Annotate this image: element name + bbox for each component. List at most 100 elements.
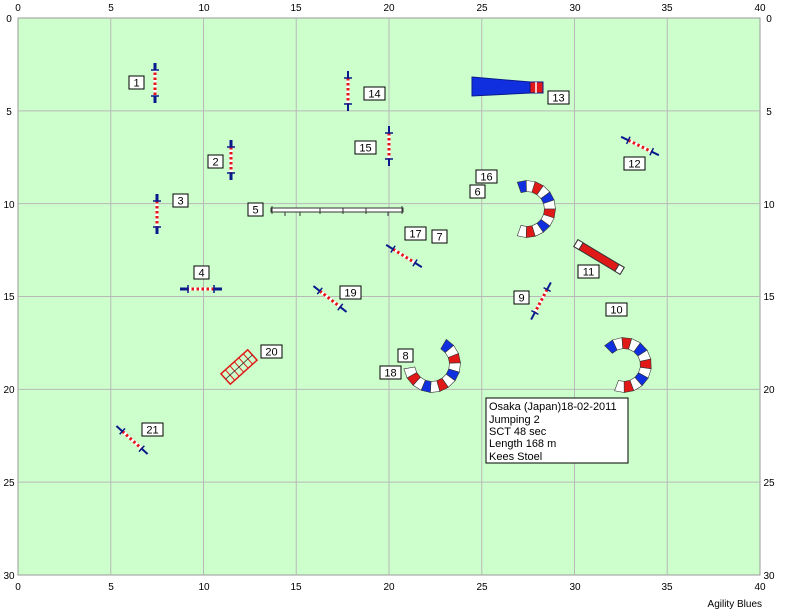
- tunnel-segment: [403, 366, 418, 379]
- svg-text:1: 1: [133, 78, 139, 90]
- svg-text:18: 18: [384, 368, 396, 380]
- number-label-5: 5: [247, 202, 264, 217]
- dogwalk-5: [270, 206, 404, 216]
- y-tick-label: 20: [3, 385, 15, 396]
- number-label-6: 6: [469, 184, 486, 199]
- number-label-1: 1: [128, 75, 145, 90]
- x-tick-label: 30: [569, 3, 581, 14]
- number-label-14: 14: [363, 86, 386, 101]
- y-tick-label: 30: [3, 571, 15, 582]
- x-tick-label: 5: [108, 3, 114, 14]
- x-tick-label: 30: [569, 582, 581, 593]
- jump-1: [151, 63, 159, 103]
- x-tick-label: 40: [754, 3, 766, 14]
- number-label-7: 7: [431, 229, 448, 244]
- info-class: Jumping 2: [489, 414, 540, 426]
- y-tick-label: 25: [763, 478, 775, 489]
- x-tick-label: 25: [476, 3, 488, 14]
- jump-9: [530, 281, 552, 321]
- tire-11: [573, 238, 625, 276]
- tunnel-segment: [614, 380, 625, 393]
- y-axis-right: 0 5 10 15 20 25 30: [763, 14, 775, 582]
- y-tick-label: 20: [763, 385, 775, 396]
- y-tick-label: 0: [6, 14, 12, 25]
- number-label-20: 20: [260, 344, 283, 359]
- jump-14: [344, 71, 352, 111]
- y-tick-label: 0: [766, 14, 772, 25]
- x-tick-label: 15: [290, 3, 302, 14]
- y-tick-label: 25: [3, 478, 15, 489]
- number-label-11: 11: [577, 264, 600, 279]
- svg-text:20: 20: [265, 347, 277, 359]
- number-label-12: 12: [623, 156, 646, 171]
- jump-21: [115, 425, 149, 455]
- jump-17: [385, 244, 423, 268]
- number-label-16: 16: [475, 169, 498, 184]
- tunnel-10: [604, 337, 652, 393]
- x-tick-label: 15: [290, 582, 302, 593]
- svg-text:19: 19: [344, 288, 356, 300]
- grid-lines: [18, 18, 760, 575]
- svg-text:15: 15: [359, 143, 371, 155]
- y-tick-label: 15: [763, 292, 775, 303]
- y-tick-label: 10: [3, 200, 15, 211]
- x-tick-label: 35: [661, 582, 673, 593]
- info-event: Osaka (Japan)18-02-2011: [489, 401, 617, 413]
- ladder-20: [219, 348, 259, 386]
- svg-text:4: 4: [198, 268, 204, 280]
- svg-text:2: 2: [212, 157, 218, 169]
- tunnel-6: [516, 180, 556, 238]
- x-tick-label: 40: [754, 582, 766, 593]
- x-tick-label: 10: [198, 582, 210, 593]
- svg-text:5: 5: [252, 205, 258, 217]
- svg-text:3: 3: [177, 196, 183, 208]
- x-tick-label: 25: [476, 582, 488, 593]
- y-tick-label: 10: [763, 200, 775, 211]
- x-tick-label: 0: [15, 582, 21, 593]
- tunnel-8: [403, 338, 461, 393]
- svg-text:12: 12: [628, 159, 640, 171]
- jump-15: [385, 126, 393, 166]
- obstacle-number-labels: 1 2 3 4 5 6 7 8 9 10 11 12 13 14 15 16 1…: [128, 75, 646, 437]
- x-axis-top: 0 5 10 15 20 25 30 35 40: [15, 3, 766, 14]
- info-judge: Kees Stoel: [489, 451, 542, 463]
- svg-text:9: 9: [518, 293, 524, 305]
- x-tick-label: 10: [198, 3, 210, 14]
- x-tick-label: 20: [383, 582, 395, 593]
- svg-text:11: 11: [583, 267, 594, 279]
- y-tick-label: 5: [6, 107, 12, 118]
- number-label-21: 21: [141, 422, 164, 437]
- app-credit: Agility Blues: [708, 599, 762, 610]
- svg-text:17: 17: [409, 229, 421, 241]
- svg-text:16: 16: [480, 172, 492, 184]
- number-label-17: 17: [404, 226, 427, 241]
- number-label-9: 9: [513, 290, 530, 305]
- x-tick-label: 35: [661, 3, 673, 14]
- number-label-13: 13: [547, 90, 570, 105]
- y-tick-label: 30: [763, 571, 775, 582]
- y-tick-label: 5: [766, 107, 772, 118]
- number-label-15: 15: [354, 140, 377, 155]
- jump-3: [153, 194, 161, 234]
- info-sct: SCT 48 sec: [489, 426, 547, 438]
- number-label-2: 2: [207, 154, 224, 169]
- svg-text:21: 21: [146, 425, 158, 437]
- info-length: Length 168 m: [489, 438, 556, 450]
- number-label-18: 18: [379, 365, 402, 380]
- x-tick-label: 5: [108, 582, 114, 593]
- x-axis-bottom: 0 5 10 15 20 25 30 35 40: [15, 582, 766, 593]
- number-label-8: 8: [397, 348, 414, 363]
- tunnel-segment: [516, 225, 527, 238]
- jump-4: [180, 285, 222, 293]
- svg-text:13: 13: [552, 93, 564, 105]
- number-label-10: 10: [605, 302, 628, 317]
- jump-12: [620, 135, 660, 157]
- svg-text:6: 6: [474, 187, 480, 199]
- jump-19: [312, 285, 348, 313]
- svg-text:14: 14: [368, 89, 380, 101]
- svg-text:10: 10: [610, 305, 622, 317]
- x-tick-label: 0: [15, 3, 21, 14]
- number-label-3: 3: [172, 193, 189, 208]
